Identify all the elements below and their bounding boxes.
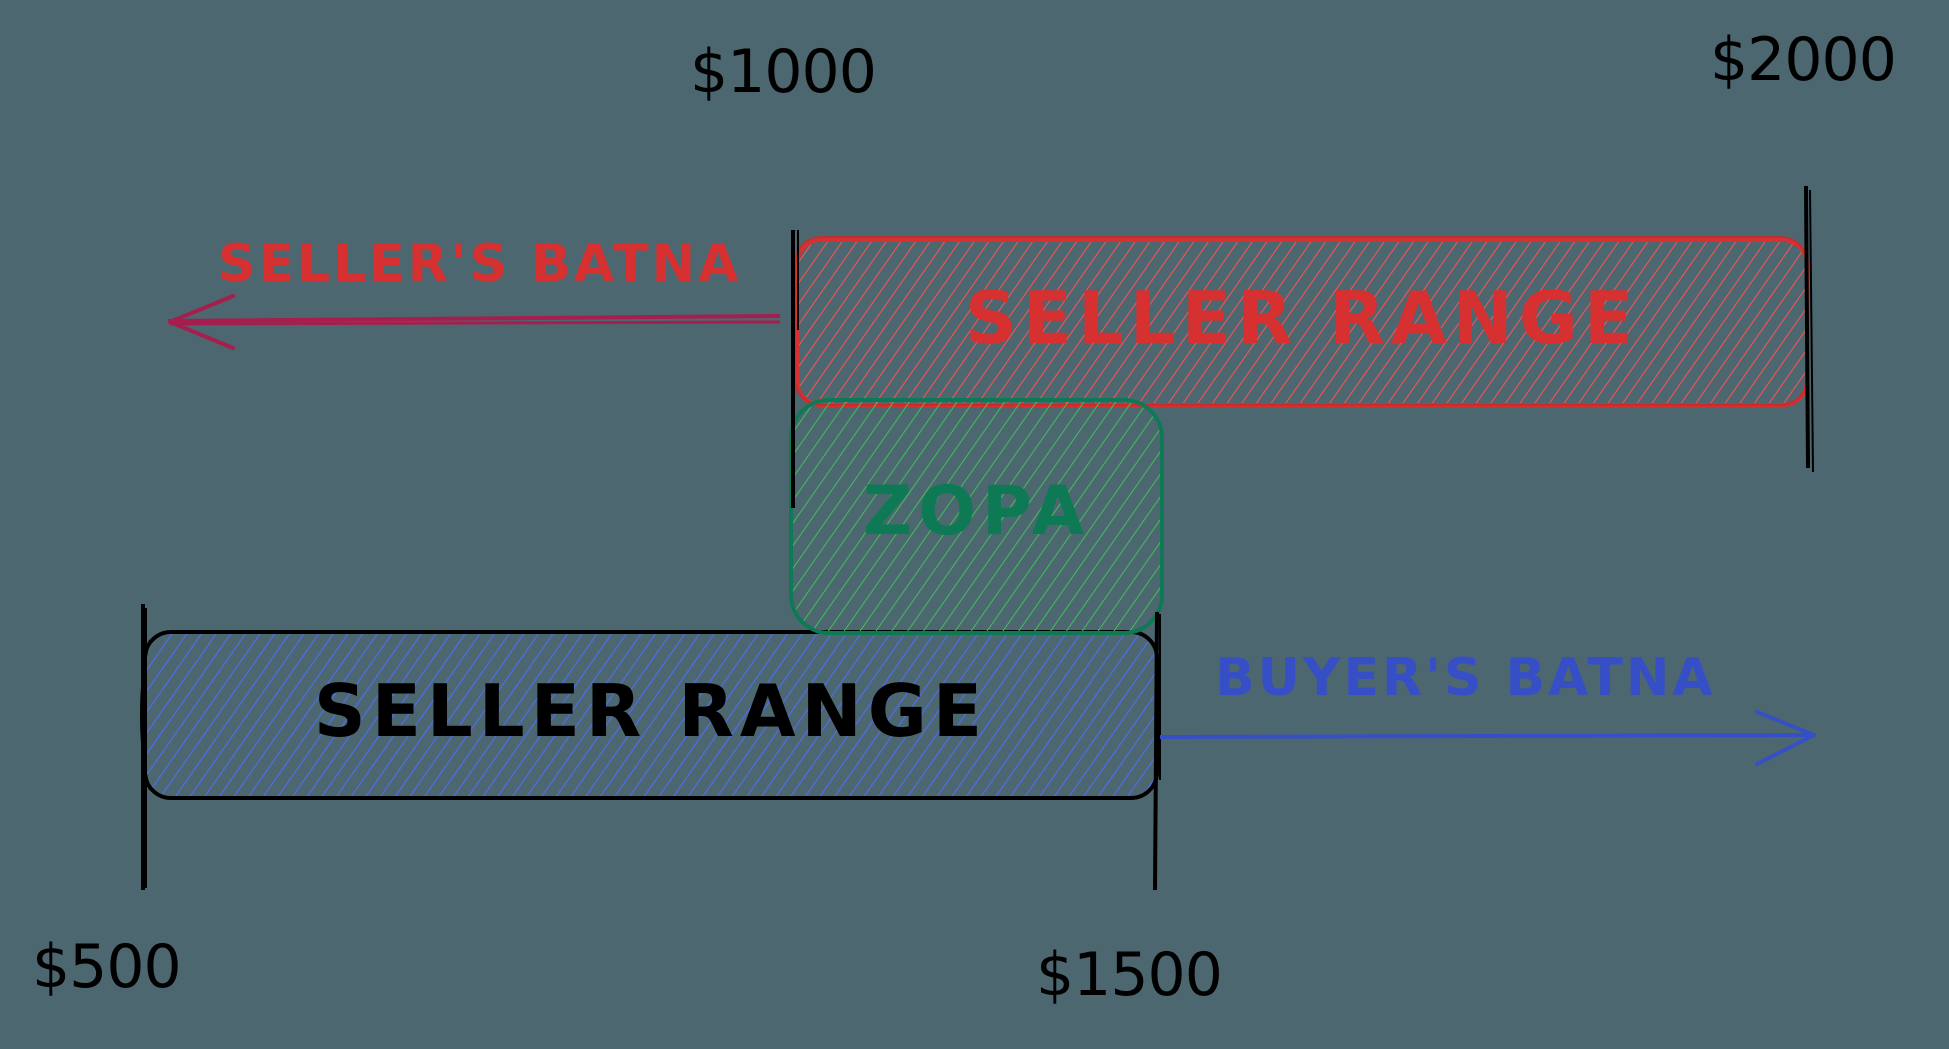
tick-2000 [1804,185,1814,473]
tick-1000 [791,230,799,508]
sellers-batna-arrow [167,294,781,350]
price-label-1500: $1500 [1036,940,1223,1010]
price-label-500: $500 [32,932,182,1002]
price-label-2000: $2000 [1710,25,1897,95]
buyer-range-label: SELLER RANGE [313,669,989,753]
seller-range-label: SELLER RANGE [964,276,1640,360]
price-label-1000: $1000 [690,37,877,107]
tick-500 [141,604,147,890]
zopa-label: ZOPA [862,472,1091,551]
buyers-batna-label: BUYER'S BATNA [1215,648,1716,708]
sellers-batna-label: SELLER'S BATNA [218,234,742,294]
zopa-box[interactable] [789,398,1164,635]
tick-1500 [1153,611,1161,891]
buyers-batna-arrow [1159,710,1816,766]
